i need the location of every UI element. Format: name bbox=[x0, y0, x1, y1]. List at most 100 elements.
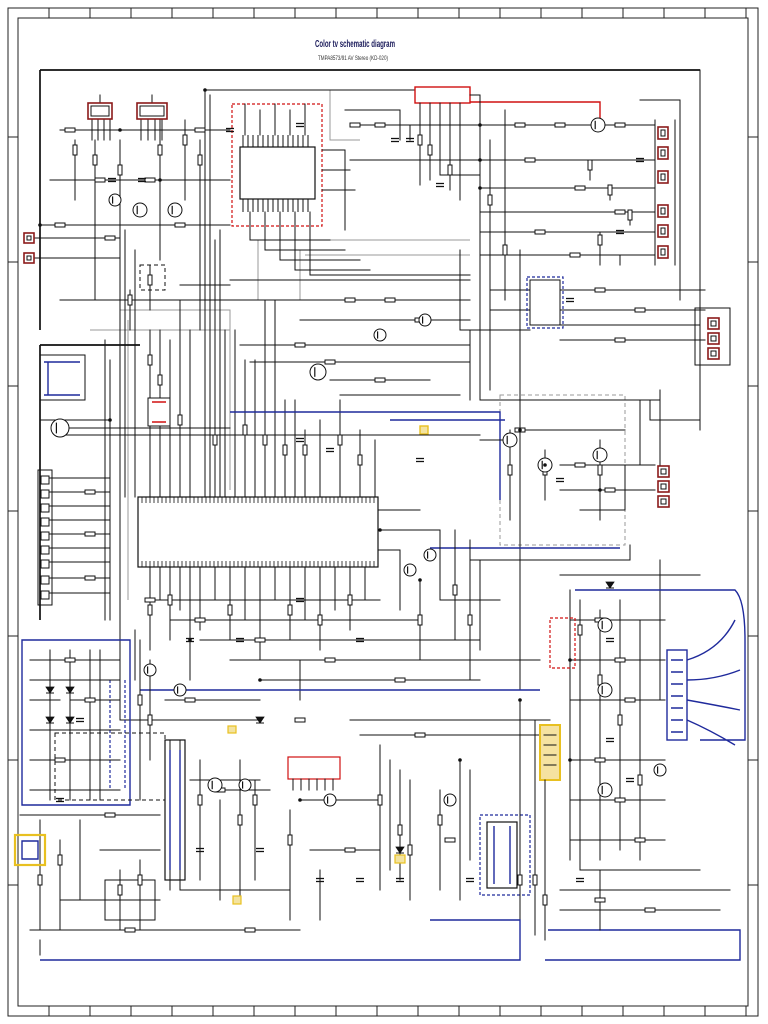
junction-dot bbox=[38, 223, 42, 227]
diode bbox=[45, 686, 55, 694]
jack-contact bbox=[710, 335, 717, 342]
connector-pin bbox=[40, 590, 50, 600]
jack-socket bbox=[23, 252, 35, 264]
jack-socket bbox=[657, 204, 669, 218]
junction-dot bbox=[478, 186, 482, 190]
resistor bbox=[174, 222, 186, 228]
transistor bbox=[597, 682, 613, 698]
junction-dot bbox=[298, 798, 302, 802]
resistor bbox=[242, 424, 248, 436]
resistor bbox=[634, 307, 646, 313]
connector-pin bbox=[40, 575, 50, 585]
jack-socket bbox=[657, 126, 669, 140]
resistor bbox=[37, 874, 43, 886]
resistor bbox=[417, 614, 423, 626]
resistor bbox=[84, 489, 96, 495]
resistor bbox=[262, 434, 268, 446]
resistor bbox=[137, 694, 143, 706]
resistor bbox=[124, 927, 136, 933]
resistor bbox=[227, 604, 233, 616]
left-connector-pins bbox=[40, 475, 50, 600]
resistor bbox=[57, 854, 63, 866]
junction-dot bbox=[108, 418, 112, 422]
transistor bbox=[590, 117, 606, 133]
resistor bbox=[144, 597, 156, 603]
resistor bbox=[182, 134, 188, 146]
jack-socket bbox=[657, 224, 669, 238]
transistor bbox=[132, 202, 148, 218]
jack-contact bbox=[660, 149, 666, 157]
jack-contact bbox=[90, 105, 110, 117]
resistor bbox=[127, 294, 133, 306]
resistor bbox=[317, 614, 323, 626]
resistor bbox=[344, 847, 356, 853]
junction-dot bbox=[598, 488, 602, 492]
resistor bbox=[414, 732, 426, 738]
top-ic-pins bbox=[242, 135, 309, 212]
resistor bbox=[157, 374, 163, 386]
jack-socket bbox=[23, 232, 35, 244]
resistor bbox=[147, 354, 153, 366]
resistor bbox=[597, 464, 603, 476]
main-ic-pins bbox=[141, 497, 375, 567]
discrete-components bbox=[37, 88, 667, 933]
diode bbox=[65, 716, 75, 724]
resistor bbox=[147, 714, 153, 726]
junction-dot bbox=[188, 638, 192, 642]
resistor bbox=[324, 359, 336, 365]
connector-pin bbox=[40, 545, 50, 555]
resistor bbox=[577, 624, 583, 636]
connector-pin bbox=[40, 503, 50, 513]
jack-contact bbox=[660, 483, 667, 490]
transistor bbox=[143, 663, 157, 677]
main-ic-feed-wires bbox=[124, 229, 505, 500]
resistor bbox=[147, 604, 153, 616]
resistor bbox=[634, 837, 646, 843]
transistor bbox=[592, 447, 608, 463]
resistor bbox=[194, 127, 206, 133]
junction-dot bbox=[478, 158, 482, 162]
diagram-title: Color tv schematic diagram bbox=[315, 39, 395, 50]
resistor bbox=[407, 844, 413, 856]
resistor bbox=[437, 814, 443, 826]
transistor bbox=[443, 793, 457, 807]
jack-socket bbox=[657, 170, 669, 184]
resistor bbox=[117, 164, 123, 176]
resistor bbox=[244, 927, 256, 933]
transistor bbox=[167, 202, 183, 218]
jack-contact bbox=[660, 173, 666, 181]
resistor bbox=[444, 837, 456, 843]
resistor bbox=[54, 757, 66, 763]
resistor bbox=[157, 144, 163, 156]
resistor bbox=[252, 794, 258, 806]
jack-contact bbox=[710, 320, 717, 327]
jack-socket bbox=[707, 317, 720, 330]
resistor bbox=[357, 454, 363, 466]
jack-socket bbox=[657, 465, 670, 478]
resistor bbox=[197, 794, 203, 806]
resistor bbox=[542, 894, 548, 906]
resistor bbox=[254, 637, 266, 643]
resistor bbox=[167, 594, 173, 606]
transistor bbox=[50, 418, 70, 438]
resistor bbox=[374, 122, 386, 128]
resistor bbox=[137, 874, 143, 886]
resistor bbox=[72, 144, 78, 156]
resistor bbox=[597, 234, 603, 246]
jack-contact bbox=[660, 207, 666, 215]
resistor bbox=[587, 159, 593, 171]
resistor bbox=[287, 834, 293, 846]
jack-contact bbox=[26, 235, 32, 241]
jack-contact bbox=[26, 255, 32, 261]
resistor bbox=[574, 185, 586, 191]
resistor bbox=[287, 604, 293, 616]
jack-socket bbox=[87, 102, 113, 120]
transistor bbox=[597, 617, 613, 633]
junction-dot bbox=[378, 528, 382, 532]
transistor bbox=[238, 778, 252, 792]
transistor bbox=[108, 193, 122, 207]
resistor bbox=[349, 122, 361, 128]
resistor bbox=[514, 122, 526, 128]
transistor bbox=[597, 782, 613, 798]
diode bbox=[605, 581, 615, 589]
